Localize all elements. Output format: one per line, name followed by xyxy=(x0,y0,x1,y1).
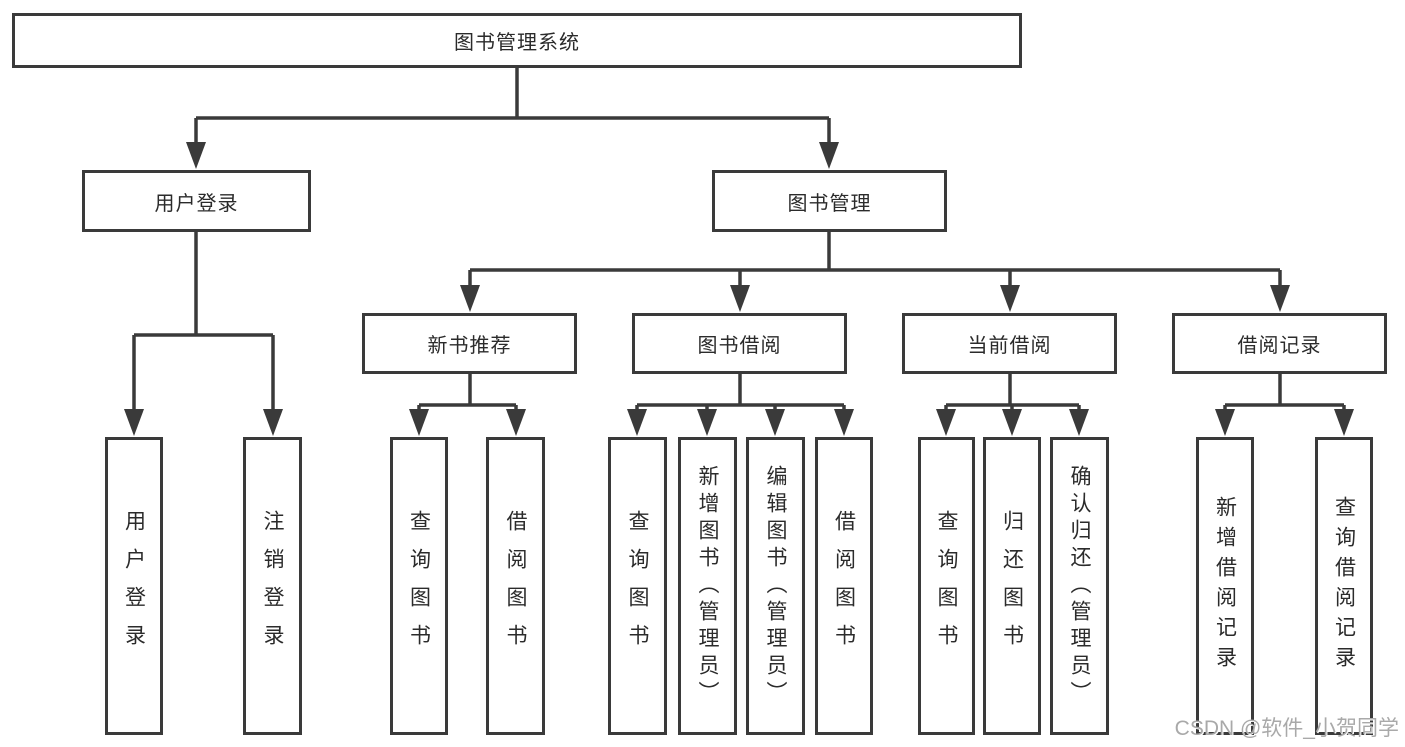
leaf-label: 查询图书 xyxy=(935,510,958,662)
leaf-label: 确认归还（管理员） xyxy=(1068,464,1091,708)
node-book-borrow: 图书借阅 xyxy=(632,313,847,374)
node-new-book-recommend: 新书推荐 xyxy=(362,313,577,374)
leaf-borrow-add-books-admin: 新增图书（管理员） xyxy=(678,437,737,735)
leaf-records-query-record: 查询借阅记录 xyxy=(1315,437,1373,735)
leaf-label: 归还图书 xyxy=(1000,510,1024,662)
node-current-borrow: 当前借阅 xyxy=(902,313,1117,374)
leaf-user-login: 用户登录 xyxy=(105,437,163,735)
leaf-records-add-record: 新增借阅记录 xyxy=(1196,437,1254,735)
leaf-label: 借阅图书 xyxy=(832,510,856,662)
leaf-label: 查询借阅记录 xyxy=(1332,496,1356,676)
leaf-label: 编辑图书（管理员） xyxy=(764,464,787,708)
csdn-watermark: CSDN @软件_小贺同学 xyxy=(1174,717,1399,740)
leaf-label: 新增图书（管理员） xyxy=(696,464,719,708)
node-label: 图书管理系统 xyxy=(454,32,580,54)
leaf-label: 用户登录 xyxy=(122,510,146,662)
node-book-management: 图书管理 xyxy=(712,170,947,232)
leaf-label: 注销登录 xyxy=(261,510,284,662)
leaf-borrow-query-books: 查询图书 xyxy=(608,437,667,735)
node-label: 当前借阅 xyxy=(967,335,1052,357)
node-label: 图书借阅 xyxy=(697,335,782,357)
leaf-borrow-borrow-books: 借阅图书 xyxy=(815,437,873,735)
node-label: 用户登录 xyxy=(154,192,239,215)
leaf-label: 借阅图书 xyxy=(504,510,527,662)
leaf-label: 新增借阅记录 xyxy=(1213,496,1237,676)
node-label: 图书管理 xyxy=(787,192,872,215)
leaf-label: 查询图书 xyxy=(626,510,649,662)
node-root-library-system: 图书管理系统 xyxy=(12,13,1022,68)
leaf-label: 查询图书 xyxy=(407,510,431,662)
leaf-current-return-books: 归还图书 xyxy=(983,437,1041,735)
node-label: 借阅记录 xyxy=(1237,335,1322,357)
leaf-current-confirm-return-admin: 确认归还（管理员） xyxy=(1050,437,1109,735)
leaf-borrow-edit-books-admin: 编辑图书（管理员） xyxy=(746,437,805,735)
node-borrow-records: 借阅记录 xyxy=(1172,313,1387,374)
node-label: 新书推荐 xyxy=(427,335,512,357)
leaf-recommend-borrow-books: 借阅图书 xyxy=(486,437,545,735)
leaf-logout: 注销登录 xyxy=(243,437,302,735)
leaf-recommend-query-books: 查询图书 xyxy=(390,437,448,735)
leaf-current-query-books: 查询图书 xyxy=(918,437,975,735)
node-user-login: 用户登录 xyxy=(82,170,311,232)
